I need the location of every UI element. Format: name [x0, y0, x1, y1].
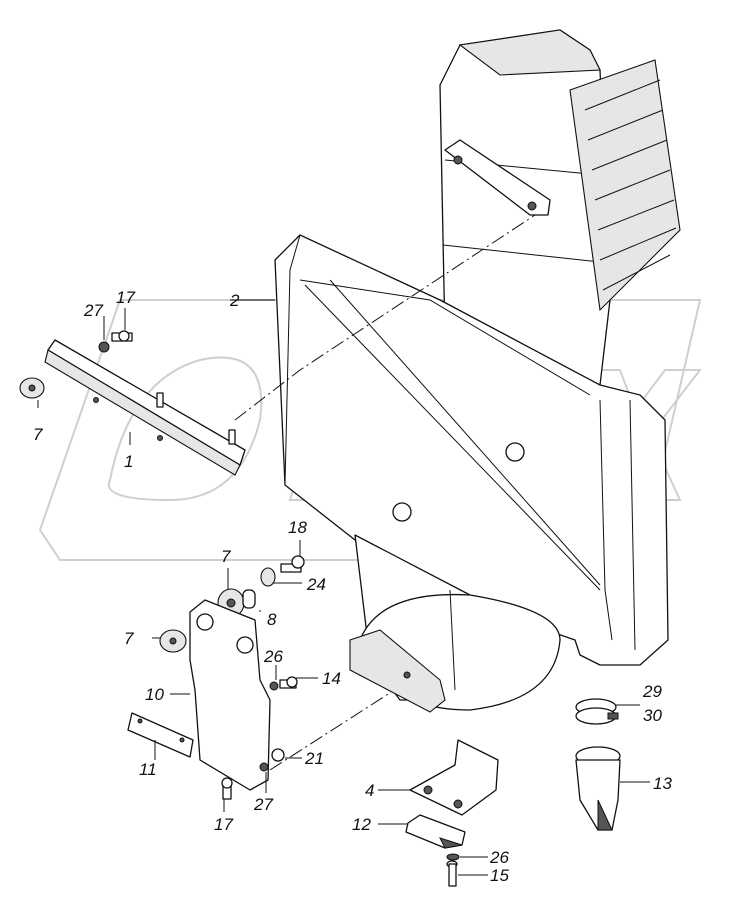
- callout-11: 11: [139, 760, 157, 779]
- part-7-washer-c: [159, 629, 187, 653]
- part-26-lock-washer-upper: [269, 681, 279, 691]
- part-29-30-clamp: [575, 698, 619, 725]
- callout-29: 29: [642, 682, 662, 701]
- callout-24: 24: [306, 575, 326, 594]
- part-10-bracket-plate: [189, 599, 271, 791]
- callout-labels: 2 27 17 7 1 18 7 24 8 7 26 14 10 11 21 2…: [33, 288, 672, 885]
- part-12-block: [405, 814, 466, 849]
- callout-7-left: 7: [33, 425, 43, 444]
- callout-18: 18: [288, 518, 307, 537]
- callout-leader-lines: [37, 299, 650, 876]
- assembly-guide-lines: [234, 214, 536, 771]
- part-27-lock-washer-lower: [259, 762, 269, 772]
- callout-1: 1: [124, 452, 133, 471]
- callout-10: 10: [145, 685, 164, 704]
- callout-7-lower: 7: [124, 629, 134, 648]
- part-4-angle-bracket: [409, 739, 499, 816]
- part-27-lock-washer-upper: [98, 341, 110, 353]
- part-7-washer-a: [19, 377, 45, 399]
- callout-15: 15: [490, 866, 509, 885]
- callout-21: 21: [304, 749, 324, 768]
- part-1-rail: [44, 339, 246, 476]
- callout-27-lower: 27: [253, 795, 273, 814]
- callout-13: 13: [653, 774, 672, 793]
- part-21-nut: [271, 748, 285, 762]
- housing-mount-bracket: [349, 629, 446, 713]
- callout-27-upper: 27: [83, 301, 103, 320]
- part-17-bolt-upper: [111, 330, 133, 342]
- part-11-strip: [127, 712, 194, 758]
- part-13-rubber-boot: [575, 746, 621, 831]
- callout-30: 30: [643, 706, 662, 725]
- air-intake-housing: [274, 29, 681, 711]
- part-18-bolt: [280, 555, 305, 573]
- part-17-bolt-lower: [221, 777, 233, 800]
- callout-26-upper: 26: [263, 647, 283, 666]
- part-14-bolt: [279, 676, 298, 689]
- part-15-bolt: [446, 860, 458, 887]
- part-8-spacer: [242, 589, 256, 609]
- callout-7-middle: 7: [221, 547, 231, 566]
- callout-14: 14: [322, 669, 341, 688]
- callout-4: 4: [365, 781, 374, 800]
- callout-8: 8: [267, 610, 277, 629]
- part-24-washer: [260, 567, 276, 587]
- callout-12: 12: [352, 815, 371, 834]
- callout-17-lower: 17: [214, 815, 233, 834]
- callout-2: 2: [229, 291, 240, 310]
- callout-17-upper: 17: [116, 288, 135, 307]
- part-26-lock-washer-lower: [446, 853, 460, 861]
- callout-26-lower: 26: [489, 848, 509, 867]
